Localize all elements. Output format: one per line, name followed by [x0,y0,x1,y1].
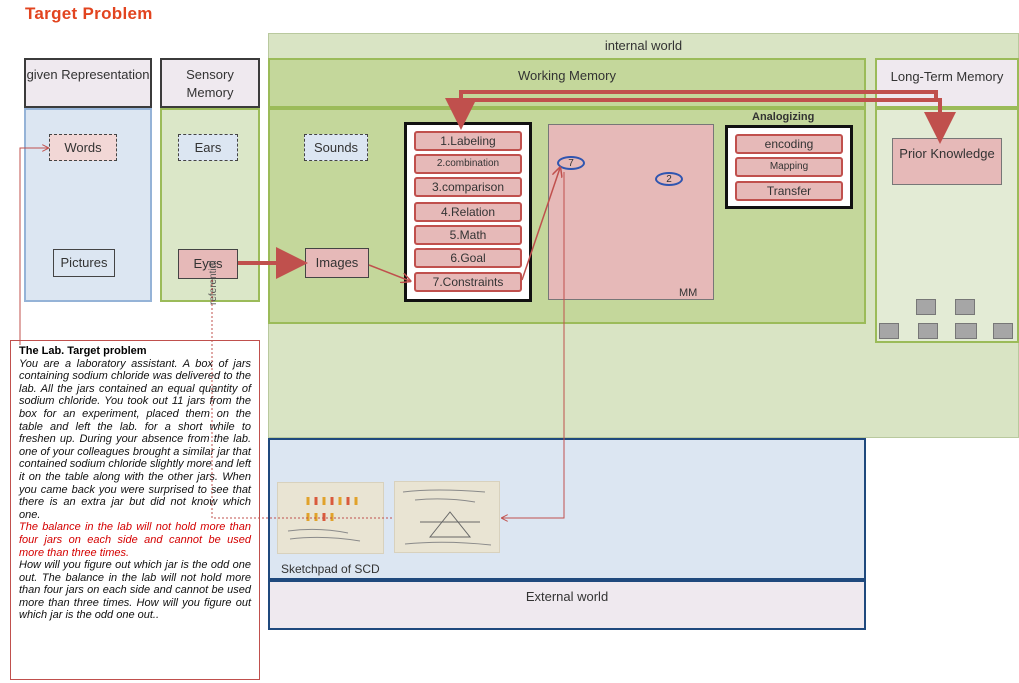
ltm-wm-loop-arrow [445,90,938,130]
process-math: 5.Math [414,225,522,245]
sketchpad-panel [268,438,866,580]
mental-model-box [548,124,714,300]
eyes-box: Eyes [178,249,238,279]
sounds-box: Sounds [304,134,368,161]
ltm-thumbnail [993,323,1013,339]
mental-model-label: MM [679,287,698,299]
prior-knowledge-box: Prior Knowledge [892,138,1002,185]
ltm-thumbnail [955,323,977,339]
process-labeling: 1.Labeling [414,131,522,151]
ltm-thumbnail [918,323,938,339]
process-comparison: 3.comparison [414,177,522,197]
balance-sketch-drawing [402,489,492,546]
constraints-to-mm-arrow [521,168,560,281]
analogizing-title: Analogizing [752,111,815,123]
process-constraints: 7.Constraints [414,272,522,292]
mm-marker-2: 2 [655,172,683,186]
problem-to-words-arrow [19,148,48,345]
problem-question: How will you figure out which jar is the… [19,559,251,622]
analogizing-mapping: Mapping [735,157,843,177]
external-world-box: External world [268,580,866,630]
mm-to-sketchpad-arrow [502,172,565,518]
problem-constraint: The balance in the lab will not hold mor… [19,521,251,559]
process-goal: 6.Goal [414,248,522,268]
process-relation: 4.Relation [414,202,522,222]
ltm-thumbnail [879,323,899,339]
page-title: Target Problem [25,4,153,23]
analogizing-transfer: Transfer [735,181,843,201]
sketch-photo-balance [394,481,500,553]
sketchpad-label: Sketchpad of SCD [281,562,380,576]
ears-box: Ears [178,134,238,161]
images-to-constraints-arrow [368,264,410,281]
given-representation-header: given Representation [24,58,152,108]
mm-marker-7: 7 [557,156,585,170]
problem-title: The Lab. Target problem [19,345,147,357]
referential-dotted-line [211,280,394,519]
ltm-thumbnail [955,299,975,315]
internal-world-label: internal world [604,38,683,53]
ltm-thumbnail [916,299,936,315]
problem-body: You are a laboratory assistant. A box of… [19,357,251,521]
process-combination: 2.combination [414,154,522,174]
pictures-box: Pictures [53,249,115,277]
analogizing-encoding: encoding [735,134,843,154]
jar-sketch-drawing [287,497,361,542]
words-box: Words [49,134,117,161]
target-problem-text: The Lab. Target problem You are a labora… [10,340,260,680]
wm-ltm-loop-arrow [461,98,956,144]
sensory-memory-header: Sensory Memory [160,58,260,108]
